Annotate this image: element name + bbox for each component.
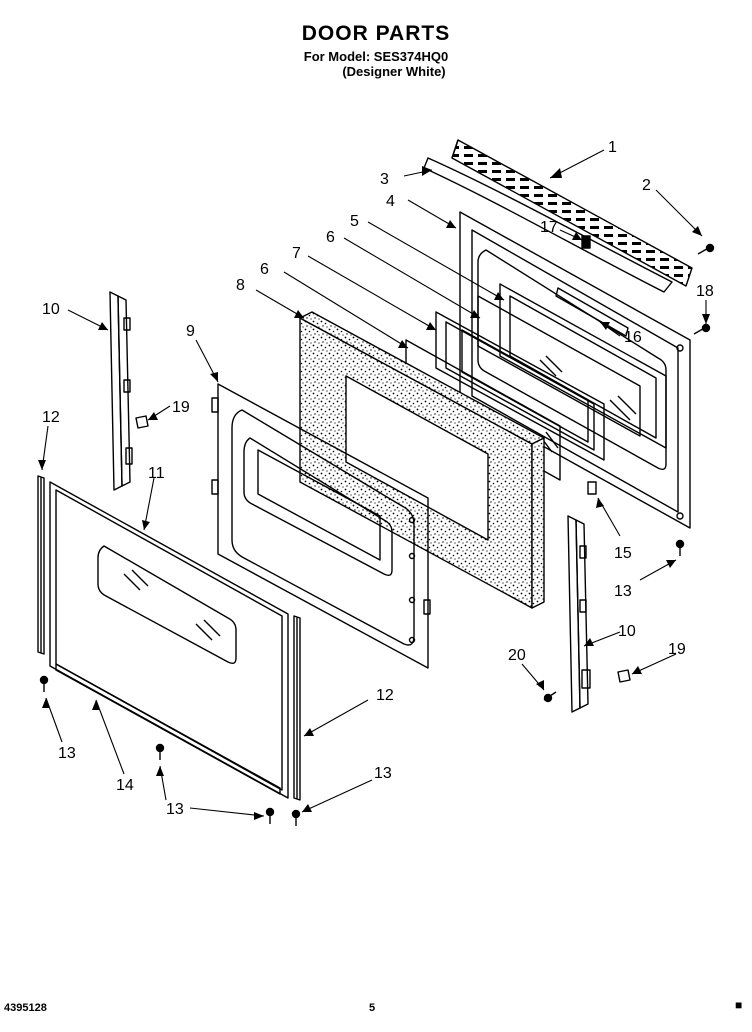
callout-labels: 1 2 3 4 5 6 7 6 8 9 10 17 18 16 12 19 11… xyxy=(42,139,714,818)
callout-17: 17 xyxy=(540,219,558,236)
callout-10-right: 10 xyxy=(618,623,636,640)
part-5-window-pack xyxy=(499,283,667,449)
part-10-hinge-channel-left xyxy=(109,291,133,491)
callout-10-left: 10 xyxy=(42,301,60,318)
callout-11: 11 xyxy=(148,465,165,482)
callout-13-bottom: 13 xyxy=(166,801,184,818)
callout-19-left: 19 xyxy=(172,399,190,416)
callout-6-lower: 6 xyxy=(260,261,269,278)
leader-arrowheads xyxy=(38,166,710,820)
part-3-trim-strip xyxy=(423,157,673,293)
callout-5: 5 xyxy=(350,213,359,230)
part-15-clip xyxy=(587,481,597,495)
callout-12-left: 12 xyxy=(42,409,60,426)
callout-13-right-upper: 13 xyxy=(614,583,632,600)
part-18-screw xyxy=(693,323,711,335)
part-14-bottom-trim xyxy=(55,663,281,795)
callout-16: 16 xyxy=(624,329,642,346)
callout-2: 2 xyxy=(642,177,651,194)
page-title: DOOR PARTS xyxy=(301,22,451,45)
part-10-hinge-channel-right xyxy=(567,515,591,713)
part-6-glass-upper xyxy=(477,295,641,437)
part-16-shield xyxy=(555,287,629,337)
part-12-side-trim-left xyxy=(37,475,45,655)
callout-15: 15 xyxy=(614,545,632,562)
part-13-screw-trim-right xyxy=(291,809,301,826)
callout-9: 9 xyxy=(186,323,195,340)
callout-13-trim-right: 13 xyxy=(374,765,392,782)
callout-1: 1 xyxy=(608,139,617,156)
doc-number: 4395128 xyxy=(4,1002,47,1014)
model-color: (Designer White) xyxy=(342,64,446,79)
part-9-inner-panel xyxy=(211,383,431,669)
callout-6-upper: 6 xyxy=(326,229,335,246)
part-19-clip-left xyxy=(135,415,149,429)
callout-3: 3 xyxy=(380,171,389,188)
part-11-outer-door-glass xyxy=(49,481,289,799)
part-4-inner-door xyxy=(459,211,691,529)
part-8-insulation xyxy=(299,311,545,609)
part-7-window-frame xyxy=(435,311,605,461)
callout-4: 4 xyxy=(386,193,395,210)
callout-13-left: 13 xyxy=(58,745,76,762)
part-1-vent-trim xyxy=(451,139,693,287)
callout-19-right: 19 xyxy=(668,641,686,658)
callout-14: 14 xyxy=(116,777,134,794)
part-19-clip-right xyxy=(617,669,631,683)
part-12-side-trim-right xyxy=(293,615,301,801)
page-number: 5 xyxy=(369,1002,376,1014)
model-number: For Model: SES374HQ0 xyxy=(303,49,449,64)
part-13-screw-right-upper xyxy=(675,539,685,556)
part-2-screw xyxy=(697,243,715,255)
callout-12-right: 12 xyxy=(376,687,394,704)
part-20-screw xyxy=(543,691,557,703)
part-13-screw-bottom-mid xyxy=(155,743,165,760)
callout-20: 20 xyxy=(508,647,526,664)
callout-7: 7 xyxy=(292,245,301,262)
callout-8: 8 xyxy=(236,277,245,294)
callout-18: 18 xyxy=(696,283,714,300)
footer-mark: ■ xyxy=(735,998,743,1012)
part-13-screw-bottom-right xyxy=(265,807,275,824)
part-13-screw-left xyxy=(39,675,49,692)
part-17-spacer xyxy=(581,235,591,249)
